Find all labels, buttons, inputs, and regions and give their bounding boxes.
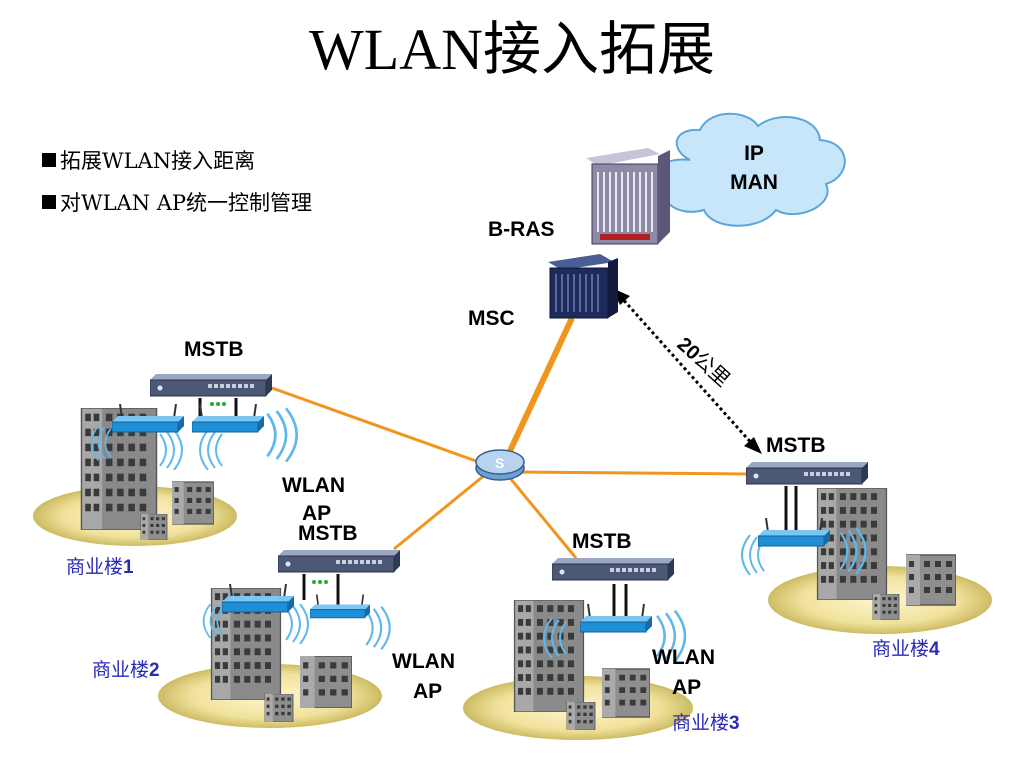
low-building-1b — [140, 514, 168, 540]
wlan-label-1: WLAN — [282, 474, 345, 497]
distance-label: 20公里 — [673, 332, 735, 391]
bullet-text-2: 对WLAN AP统一控制管理 — [60, 191, 313, 215]
bras-device — [586, 148, 670, 245]
mstb-device-2 — [278, 550, 400, 573]
building-number: 1 — [123, 557, 134, 578]
link-switch-mstb2 — [393, 472, 487, 551]
ap-cables — [198, 398, 798, 616]
access-point-1b — [192, 404, 264, 433]
wifi-wave-icon — [265, 408, 299, 462]
low-building-1a — [172, 481, 214, 525]
building-number: 2 — [149, 660, 160, 681]
ap-label-1: AP — [302, 502, 331, 525]
msc-label: MSC — [468, 307, 515, 330]
tower-building-3 — [513, 600, 585, 712]
building-prefix: 商业楼 — [672, 712, 729, 734]
wifi-wave-icon — [365, 606, 391, 650]
mstb-label-2: MSTB — [298, 522, 358, 545]
svg-text:20公里: 20公里 — [673, 332, 735, 391]
page-title: WLAN接入拓展 — [309, 17, 715, 82]
link-switch-mstb4 — [515, 470, 751, 476]
mstb-device-4 — [746, 462, 868, 485]
ip-man-cloud: IP MAN — [658, 112, 846, 227]
bras-label: B-RAS — [488, 218, 555, 241]
link-dots — [210, 402, 328, 584]
low-building-4a — [906, 554, 956, 606]
aggregation-switch: S — [475, 449, 525, 481]
building-label-3: 商业楼3 — [672, 712, 740, 734]
ap-label-2: AP — [413, 680, 442, 703]
bullet-item-1: 拓展WLAN接入距离 — [42, 145, 255, 175]
arrowhead-bottom-icon — [744, 437, 762, 454]
access-point-3 — [580, 604, 652, 633]
svg-text:S: S — [495, 455, 504, 471]
msc-device — [548, 254, 618, 319]
wifi-wave-icon — [199, 430, 223, 470]
bullet-text-1: 拓展WLAN接入距离 — [60, 149, 256, 173]
bullet-square-icon — [42, 195, 56, 209]
low-building-3b — [566, 702, 596, 730]
building-label-4: 商业楼4 — [872, 638, 940, 660]
building-number: 3 — [729, 713, 740, 734]
building-number: 4 — [929, 639, 940, 660]
low-building-2a — [300, 656, 352, 708]
building-label-2: 商业楼2 — [92, 659, 160, 681]
link-switch-mstb3 — [508, 477, 578, 559]
link-msc-switch — [500, 316, 575, 468]
low-building-3a — [602, 668, 650, 718]
mstb-label-3: MSTB — [572, 530, 632, 553]
cloud-label-line1: IP — [744, 142, 764, 165]
mstb-device-1 — [150, 374, 272, 397]
cloud-label-line2: MAN — [730, 171, 778, 194]
tower-building-4 — [816, 488, 888, 600]
building-label-1: 商业楼1 — [66, 556, 134, 578]
mstb-label-4: MSTB — [766, 434, 826, 457]
wlan-label-3: WLAN — [652, 646, 715, 669]
wlan-label-2: WLAN — [392, 650, 455, 673]
building-prefix: 商业楼 — [66, 556, 123, 578]
low-building-4b — [872, 594, 900, 620]
network-links — [271, 288, 762, 559]
bullet-item-2: 对WLAN AP统一控制管理 — [42, 187, 312, 217]
mstb-label-1: MSTB — [184, 338, 244, 361]
building-prefix: 商业楼 — [92, 659, 149, 681]
mstb-device-3 — [552, 558, 674, 581]
ap-label-3: AP — [672, 676, 701, 699]
low-building-2b — [264, 694, 294, 722]
building-prefix: 商业楼 — [872, 638, 929, 660]
wifi-wave-icon — [159, 430, 183, 470]
access-point-2b — [310, 594, 370, 619]
bullet-square-icon — [42, 153, 56, 167]
link-switch-mstb1 — [271, 386, 491, 468]
distance-link — [618, 295, 756, 447]
